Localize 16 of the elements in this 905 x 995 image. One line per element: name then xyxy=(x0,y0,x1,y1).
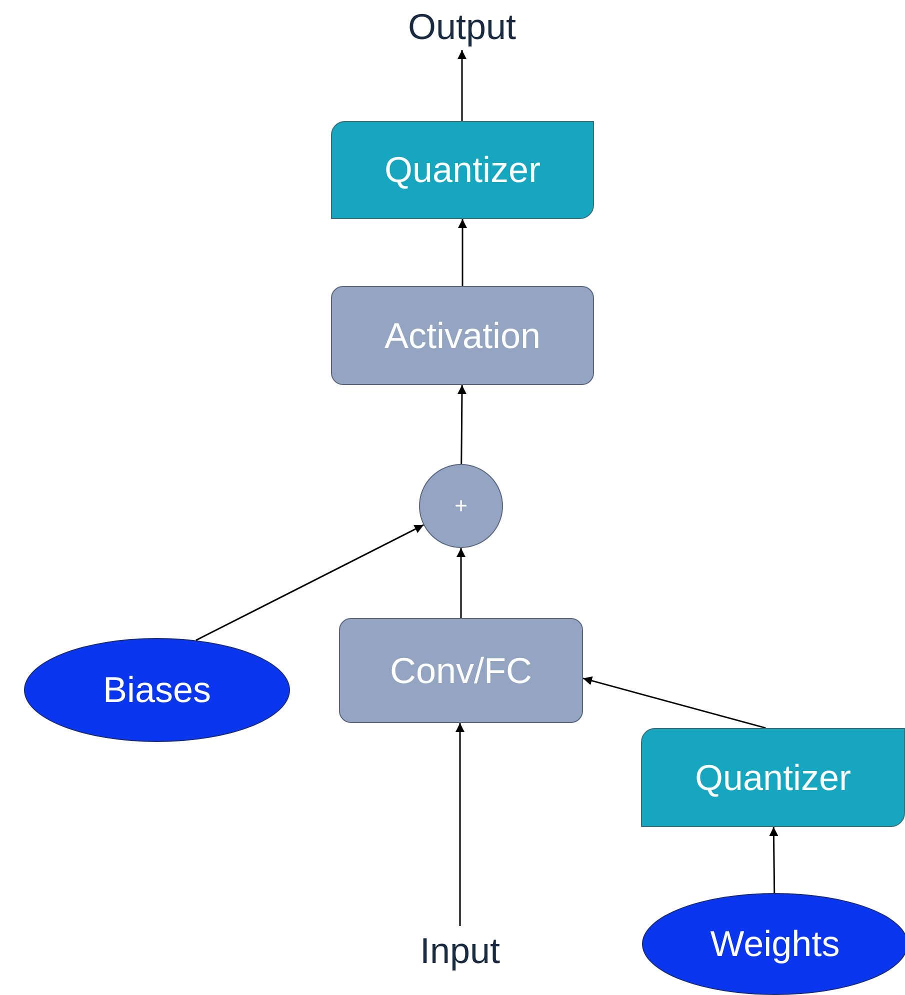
biases-ellipse: Biases xyxy=(24,638,290,742)
arrow xyxy=(769,827,778,893)
output-label: Output xyxy=(392,4,532,50)
quantizer-box: Quantizer xyxy=(331,121,594,219)
arrow xyxy=(457,385,466,464)
arrow xyxy=(456,548,466,618)
arrow xyxy=(196,524,424,641)
activation-box: Activation xyxy=(331,286,594,385)
weights-ellipse: Weights xyxy=(642,893,905,995)
quantizer-box: Quantizer xyxy=(641,728,905,827)
arrow xyxy=(458,50,466,121)
arrow xyxy=(582,676,766,729)
conv-fc-box: Conv/FC xyxy=(339,618,583,723)
input-label: Input xyxy=(400,926,520,976)
arrow xyxy=(458,219,467,286)
arrow xyxy=(456,723,464,926)
